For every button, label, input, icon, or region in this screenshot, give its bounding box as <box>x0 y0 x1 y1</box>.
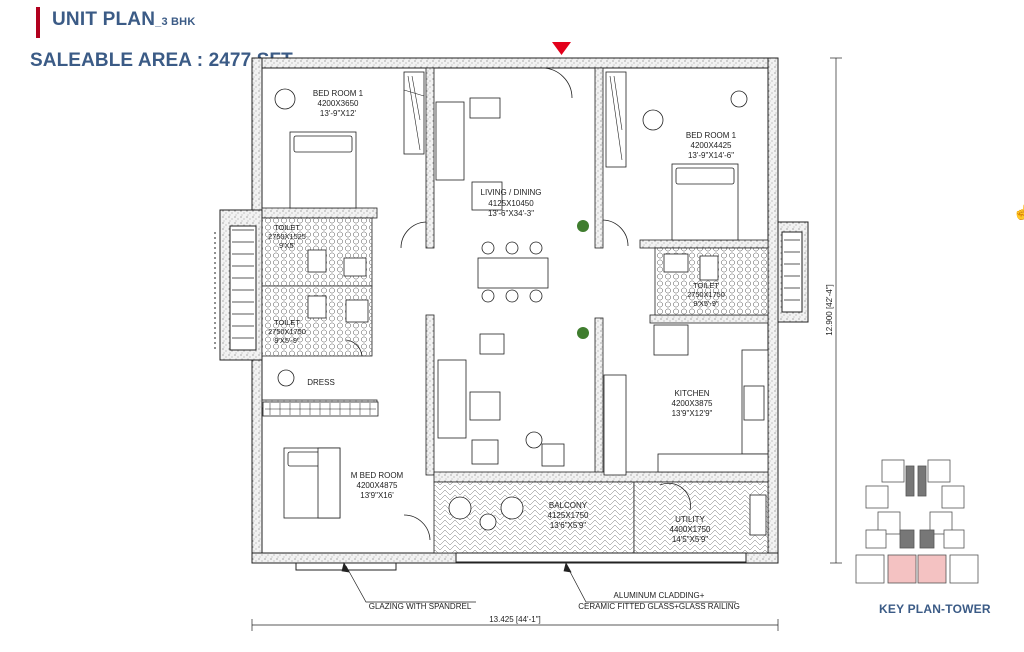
glazing-label: GLAZING WITH SPANDREL <box>369 602 472 611</box>
room-label-dress: DRESS <box>307 378 335 387</box>
toilet-floors <box>261 217 769 357</box>
key-plan-diagram <box>855 459 979 584</box>
svg-text:4125X10450: 4125X10450 <box>488 199 534 208</box>
svg-text:TOILET: TOILET <box>274 223 300 232</box>
svg-text:13'9"X12'9": 13'9"X12'9" <box>672 409 713 418</box>
dimension-width <box>251 619 779 631</box>
svg-text:13'9"X16': 13'9"X16' <box>360 491 394 500</box>
kitchen-counters <box>603 324 769 536</box>
dimension-width-label: 13.425 [44'-1"] <box>489 615 541 624</box>
room-label-living-dining: LIVING / DINING 4125X10450 13'-6"X34'-3" <box>481 188 542 218</box>
title-suffix: _3 BHK <box>155 16 196 28</box>
room-label-toilet-3: TOILET 2750X1750 9'X5'-9" <box>687 281 725 308</box>
room-label-kitchen: KITCHEN 4200X3875 13'9"X12'9" <box>672 389 713 418</box>
svg-text:M BED ROOM: M BED ROOM <box>351 471 404 480</box>
page-title: UNIT PLAN_3 BHK <box>52 9 196 30</box>
svg-text:2750X1525: 2750X1525 <box>268 232 306 241</box>
room-label-master-bedroom: M BED ROOM 4200X4875 13'9"X16' <box>351 471 404 500</box>
cladding-callout <box>563 562 736 603</box>
wardrobes <box>262 71 627 417</box>
entrance-marker <box>552 42 571 55</box>
svg-text:13'-9"X12': 13'-9"X12' <box>320 109 357 118</box>
balcony-floor <box>433 481 635 554</box>
plants <box>577 220 589 339</box>
bay-window-right <box>777 221 809 323</box>
svg-text:9'X5'-9": 9'X5'-9" <box>274 336 300 345</box>
doors <box>345 67 691 541</box>
svg-text:4200X4425: 4200X4425 <box>691 141 732 150</box>
glazing-callout <box>341 562 476 603</box>
svg-text:BALCONY: BALCONY <box>549 501 588 510</box>
bay-window-left <box>214 209 263 361</box>
svg-text:BED ROOM 1: BED ROOM 1 <box>313 89 364 98</box>
room-label-bed-room-1-left: BED ROOM 1 4200X3650 13'-9"X12' <box>313 89 364 118</box>
key-plan-label: KEY PLAN-TOWER <box>879 602 991 616</box>
title-accent-bar <box>36 7 40 38</box>
room-label-balcony: BALCONY 4125X1750 13'6"X5'9" <box>548 501 589 530</box>
svg-text:UTILITY: UTILITY <box>675 515 705 524</box>
cladding-label-2: CERAMIC FITTED GLASS+GLASS RAILING <box>578 602 740 611</box>
svg-text:13'6"X5'9": 13'6"X5'9" <box>550 521 586 530</box>
svg-text:BED ROOM 1: BED ROOM 1 <box>686 131 737 140</box>
room-label-toilet-1: TOILET 2750X1525 9'X5' <box>268 223 306 250</box>
svg-text:14'5"X5'9": 14'5"X5'9" <box>672 535 708 544</box>
svg-text:13'-9"X14'-6": 13'-9"X14'-6" <box>688 151 734 160</box>
room-label-utility: UTILITY 4400X1750 14'5"X5'9" <box>670 515 711 544</box>
room-label-toilet-2: TOILET 2750X1750 9'X5'-9" <box>268 318 306 345</box>
svg-text:KITCHEN: KITCHEN <box>674 389 709 398</box>
saleable-area: SALEABLE AREA : 2477 SFT <box>30 50 293 71</box>
living-furniture <box>274 88 748 531</box>
dimension-height-label: 12.900 [42'-4"] <box>825 284 834 336</box>
svg-text:4125X1750: 4125X1750 <box>548 511 589 520</box>
svg-text:9'X5': 9'X5' <box>279 241 296 250</box>
beds <box>283 131 739 519</box>
svg-text:2750X1750: 2750X1750 <box>268 327 306 336</box>
svg-text:4400X1750: 4400X1750 <box>670 525 711 534</box>
svg-text:13'-6"X34'-3": 13'-6"X34'-3" <box>488 209 534 218</box>
svg-text:TOILET: TOILET <box>274 318 300 327</box>
hand-cursor-icon: ☝ <box>1013 204 1024 220</box>
svg-text:4200X3875: 4200X3875 <box>672 399 713 408</box>
cladding-label-1: ALUMINUM CLADDING+ <box>614 591 705 600</box>
svg-text:4200X4875: 4200X4875 <box>357 481 398 490</box>
svg-text:TOILET: TOILET <box>693 281 719 290</box>
svg-text:LIVING / DINING: LIVING / DINING <box>481 188 542 197</box>
dimension-height <box>830 57 842 564</box>
glass-railing <box>455 552 747 563</box>
svg-text:9'X5'-9": 9'X5'-9" <box>693 299 719 308</box>
svg-text:4200X3650: 4200X3650 <box>318 99 359 108</box>
utility-floor <box>633 481 769 554</box>
room-label-bed-room-1-right: BED ROOM 1 4200X4425 13'-9"X14'-6" <box>686 131 737 160</box>
svg-text:2750X1750: 2750X1750 <box>687 290 725 299</box>
